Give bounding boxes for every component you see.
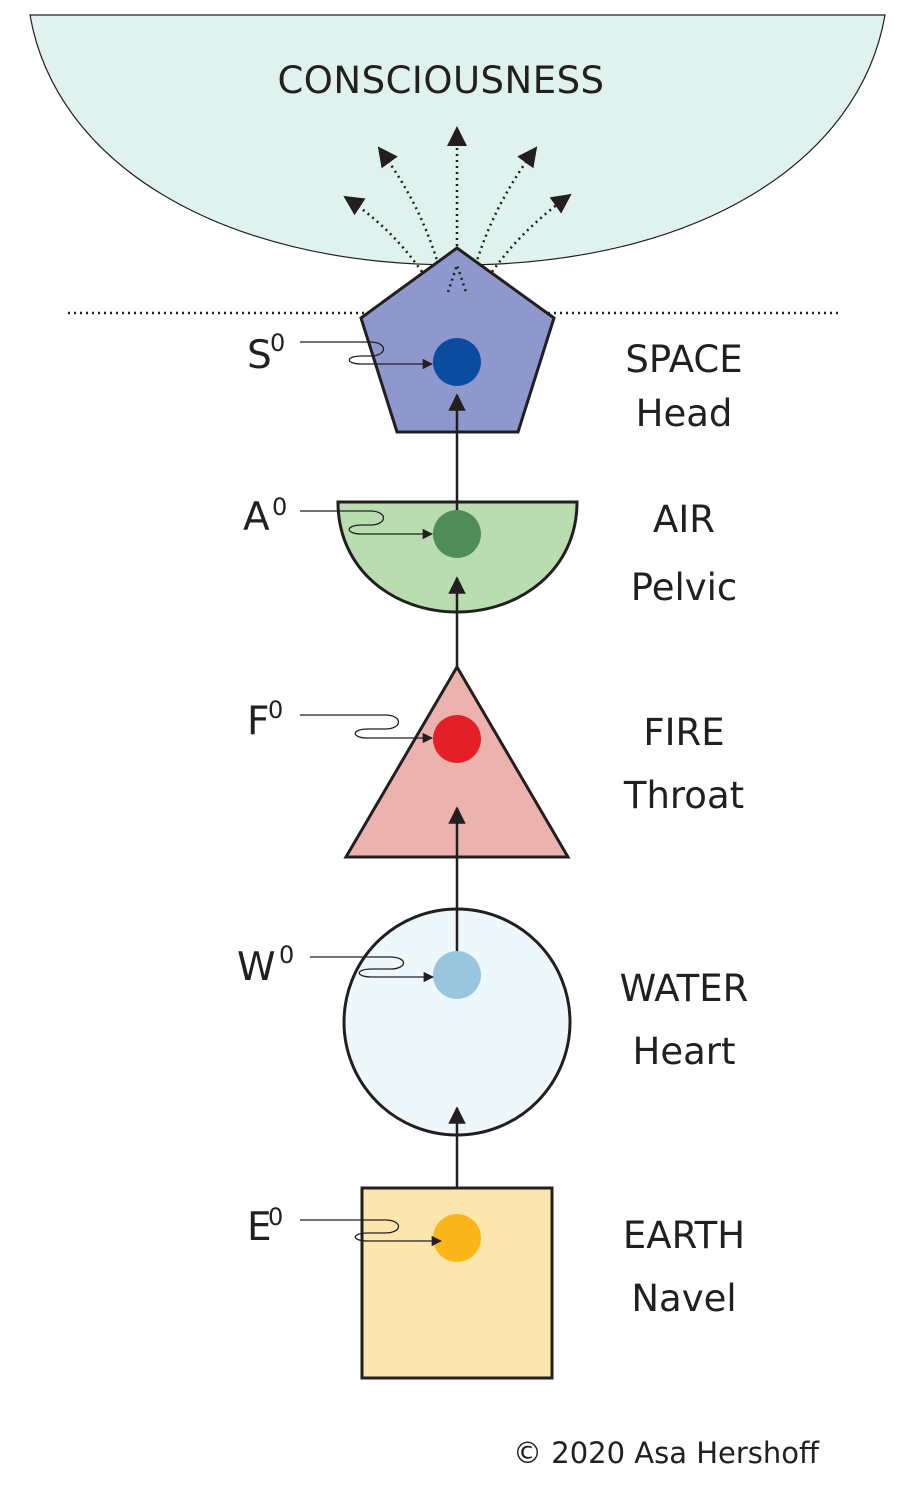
- copyright-notice: © 2020 Asa Hershoff: [513, 1436, 820, 1470]
- label-throat: Throat: [623, 774, 744, 817]
- fire-dot: [433, 715, 481, 763]
- label-air: AIR: [653, 498, 715, 541]
- symbol-water: W 0: [237, 941, 294, 990]
- label-earth: EARTH: [623, 1214, 745, 1257]
- symbol-air: A 0: [243, 493, 287, 540]
- earth-dot: [433, 1214, 481, 1262]
- input-arrows: [300, 341, 443, 1247]
- symbol-space: S 0: [247, 329, 285, 378]
- symbol-f: F: [247, 699, 269, 744]
- label-head: Head: [636, 392, 733, 435]
- superscript-a: 0: [272, 493, 287, 521]
- space-dot: [433, 338, 481, 386]
- consciousness-title: CONSCIOUSNESS: [277, 59, 604, 102]
- water-dot: [433, 951, 481, 999]
- air-dot: [433, 510, 481, 558]
- label-water: WATER: [620, 967, 749, 1010]
- superscript-e: 0: [268, 1203, 283, 1231]
- symbol-a: A: [243, 495, 270, 540]
- symbol-earth: E 0: [247, 1203, 283, 1250]
- superscript-w: 0: [279, 941, 294, 969]
- superscript-f: 0: [268, 696, 283, 724]
- label-heart: Heart: [633, 1030, 736, 1073]
- superscript-s: 0: [270, 329, 285, 357]
- symbol-s: S: [247, 333, 272, 378]
- label-fire: FIRE: [643, 711, 724, 754]
- label-space: SPACE: [625, 338, 742, 381]
- symbol-w: W: [237, 945, 276, 990]
- radiating-arrows: [343, 126, 572, 293]
- symbol-e: E: [247, 1205, 272, 1250]
- label-pelvic: Pelvic: [631, 566, 738, 609]
- label-navel: Navel: [631, 1277, 736, 1320]
- symbol-fire: F 0: [247, 696, 283, 744]
